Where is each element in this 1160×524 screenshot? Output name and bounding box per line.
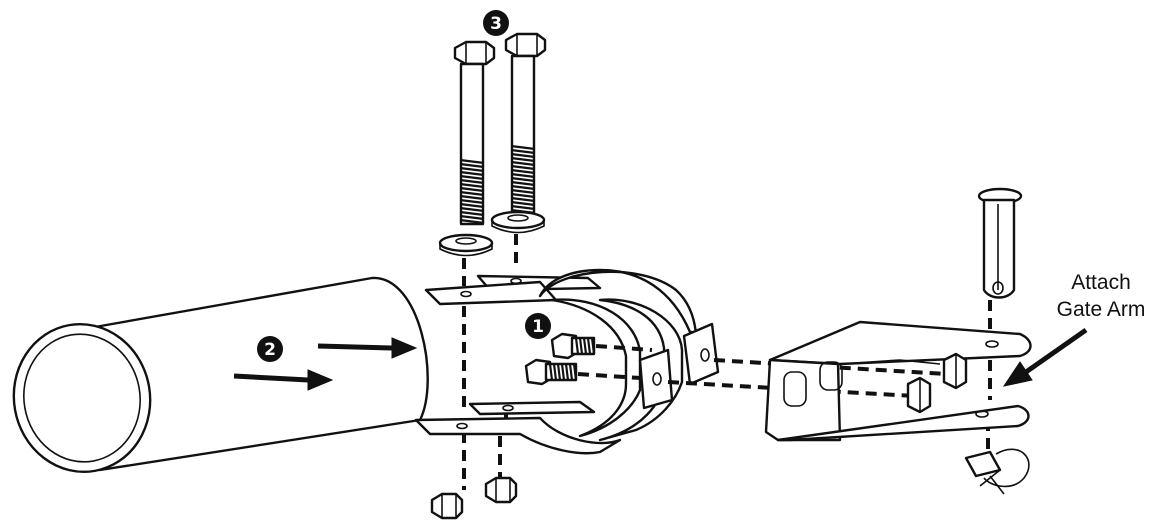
carriage-bolt-lower	[524, 358, 578, 386]
callout-line-1: Attach	[1071, 271, 1131, 294]
bolt-axes	[462, 234, 518, 490]
bracket-nut-upper	[942, 352, 968, 390]
carriage-bolt-upper	[550, 332, 596, 360]
step-marker-1: 1	[525, 313, 551, 339]
insert-arrows	[233, 337, 418, 391]
gate-arm-bracket	[764, 320, 1032, 442]
bracket-nut-lower	[906, 376, 932, 414]
hex-nut-left	[430, 492, 464, 520]
step-number: 1	[532, 317, 544, 337]
washer-left	[438, 233, 494, 257]
washer-right	[490, 210, 546, 234]
pipe-clamp	[414, 268, 720, 455]
gate-pipe	[12, 276, 429, 474]
clevis-pin	[977, 187, 1023, 299]
hitch-pin-clip	[964, 448, 1030, 495]
callout-line-2: Gate Arm	[1057, 298, 1146, 321]
long-bolt-left	[453, 40, 496, 226]
step-marker-2: 2	[257, 336, 283, 362]
long-bolt-right	[504, 32, 547, 216]
step-number: 3	[490, 14, 502, 34]
step-marker-3: 3	[483, 10, 509, 36]
attach-gate-arm-label: Attach Gate Arm	[1057, 271, 1146, 321]
step-number: 2	[264, 340, 276, 360]
hex-nut-right	[484, 476, 518, 504]
attach-arrow	[1002, 327, 1088, 387]
